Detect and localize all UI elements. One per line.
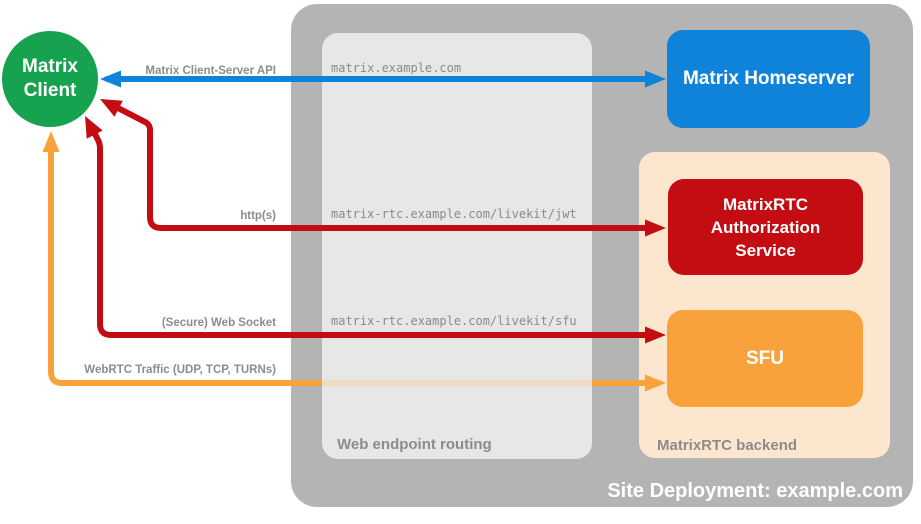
- matrix-homeserver-label: Matrix Homeserver: [682, 68, 855, 89]
- webrtc-traffic-arrowhead-client: [42, 131, 60, 152]
- matrix-client-label: Matrix Client: [22, 56, 78, 101]
- webrtc-traffic-arrow-label: WebRTC Traffic (UDP, TCP, TURNs): [84, 364, 276, 376]
- client-server-api-arrow-label: Matrix Client-Server API: [145, 65, 276, 77]
- matrix-homeserver-node: Matrix Homeserver: [667, 30, 870, 128]
- endpoint-livekit-sfu: matrix-rtc.example.com/livekit/sfu: [331, 314, 577, 328]
- matrixrtc-authorization-service-label: MatrixRTC Authorization Service: [710, 194, 821, 260]
- http-arrow-label: http(s): [240, 210, 276, 222]
- matrixrtc-backend-caption: MatrixRTC backend: [657, 437, 798, 454]
- site-deployment-caption: Site Deployment: example.com: [607, 480, 903, 502]
- web-endpoint-routing-caption: Web endpoint routing: [337, 436, 492, 453]
- sfu-node: SFU: [667, 310, 863, 407]
- http-arrowhead-client: [100, 99, 123, 117]
- endpoint-matrix-domain: matrix.example.com: [331, 61, 462, 75]
- matrixrtc-authorization-service-node: MatrixRTC Authorization Service: [668, 179, 863, 275]
- web-socket-arrow-label: (Secure) Web Socket: [161, 317, 276, 329]
- web-socket-arrowhead-client: [85, 116, 103, 139]
- endpoint-livekit-jwt: matrix-rtc.example.com/livekit/jwt: [331, 207, 577, 221]
- matrix-client-node: Matrix Client: [2, 31, 98, 127]
- web-endpoint-routing-panel: [322, 33, 592, 459]
- sfu-label: SFU: [746, 347, 784, 369]
